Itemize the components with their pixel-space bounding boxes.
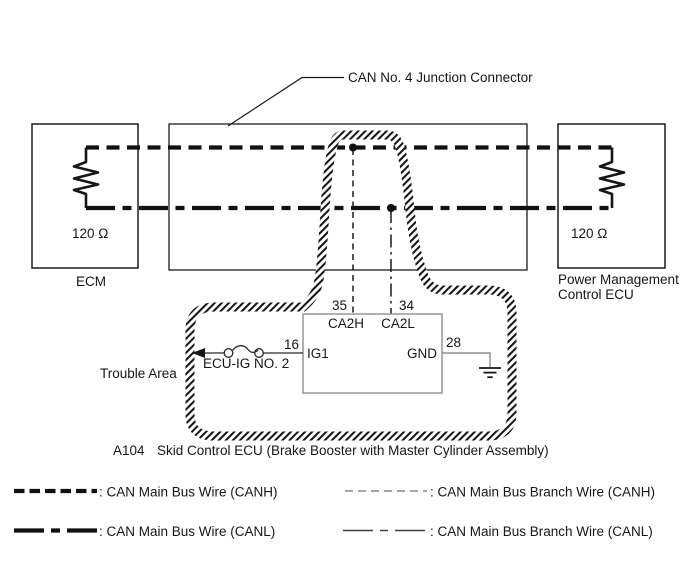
pm-resistance-label: 120 Ω bbox=[571, 226, 607, 241]
junction-connector-label: CAN No. 4 Junction Connector bbox=[348, 70, 533, 85]
canl-junction-dot bbox=[387, 204, 395, 212]
ig1-arrow-icon bbox=[192, 348, 205, 358]
pm-label-line2: Control ECU bbox=[558, 287, 634, 302]
ecm-box bbox=[31, 123, 139, 269]
canh-junction-dot bbox=[349, 143, 357, 152]
ground-icon bbox=[479, 367, 501, 379]
pin-34-label: 34 bbox=[399, 298, 415, 313]
legend-canh-branch-label: : CAN Main Bus Branch Wire (CANH) bbox=[430, 485, 655, 500]
ecm-label: ECM bbox=[76, 274, 106, 289]
pin-16-label: 16 bbox=[284, 337, 299, 352]
fuse-label: ECU-IG NO. 2 bbox=[203, 356, 289, 371]
legend: : CAN Main Bus Wire (CANH) : CAN Main Bu… bbox=[14, 485, 655, 539]
fuse-terminal-left-icon bbox=[223, 348, 234, 358]
ecm-resistor-icon bbox=[72, 147, 100, 208]
port-gnd-label: GND bbox=[407, 346, 437, 361]
junction-label-leader-line bbox=[227, 76, 344, 127]
legend-canh-main-label: : CAN Main Bus Wire (CANH) bbox=[99, 485, 278, 500]
power-management-ecu-box bbox=[557, 123, 666, 269]
ecm-resistance-label: 120 Ω bbox=[72, 226, 108, 241]
skid-control-ecu-box bbox=[302, 313, 443, 394]
port-ca2l-label: CA2L bbox=[381, 316, 415, 331]
pm-label-line1: Power Management bbox=[558, 272, 679, 287]
pin-35-label: 35 bbox=[332, 298, 347, 313]
junction-connector-box bbox=[168, 123, 528, 271]
trouble-area-label: Trouble Area bbox=[100, 366, 177, 381]
pm-resistor-icon bbox=[598, 147, 626, 208]
caption-text: Skid Control ECU (Brake Booster with Mas… bbox=[157, 443, 549, 458]
trouble-area-outline bbox=[185, 130, 517, 441]
fuse-element-icon bbox=[231, 345, 259, 354]
port-ig1-label: IG1 bbox=[307, 346, 329, 361]
port-ca2h-label: CA2H bbox=[328, 316, 364, 331]
legend-canl-branch-label: : CAN Main Bus Branch Wire (CANL) bbox=[430, 524, 653, 539]
caption-code: A104 bbox=[113, 443, 145, 458]
legend-canl-main-label: : CAN Main Bus Wire (CANL) bbox=[99, 524, 275, 539]
pin-28-label: 28 bbox=[446, 335, 461, 350]
gnd-wire bbox=[442, 352, 491, 367]
